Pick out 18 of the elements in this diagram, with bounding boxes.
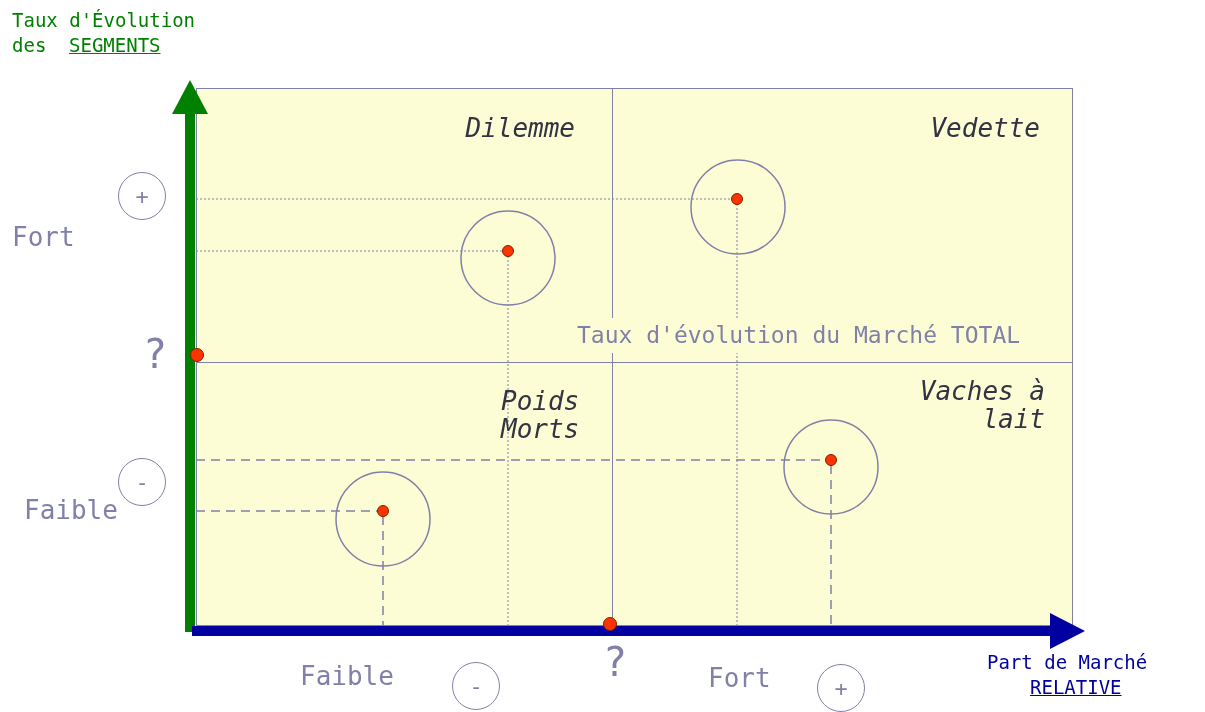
axis-title-link: RELATIVE xyxy=(1030,675,1122,700)
question-mark: ? xyxy=(143,332,168,376)
axis-title: Taux d'Évolution xyxy=(12,8,196,33)
question-mark: ? xyxy=(603,640,628,684)
axis-title: Part de Marché xyxy=(987,650,1148,675)
threshold-label: Taux d'évolution du Marché TOTAL xyxy=(575,318,1023,353)
axis-title-link: SEGMENTS xyxy=(69,33,161,58)
axis-level-label: Faible xyxy=(24,494,118,527)
quadrant xyxy=(612,362,1073,626)
axis-level-label: Fort xyxy=(708,662,771,695)
quadrant-title: Poids Morts xyxy=(501,387,581,443)
quadrant xyxy=(196,362,613,626)
axis-title: des xyxy=(12,33,47,58)
quadrant-title: Vaches à lait xyxy=(918,377,1045,433)
quadrant-title: Vedette xyxy=(930,114,1040,142)
axis-level-label: Faible xyxy=(300,660,394,693)
quadrant-title: Dilemme xyxy=(465,114,575,142)
axis-level-label: Fort xyxy=(12,221,75,254)
